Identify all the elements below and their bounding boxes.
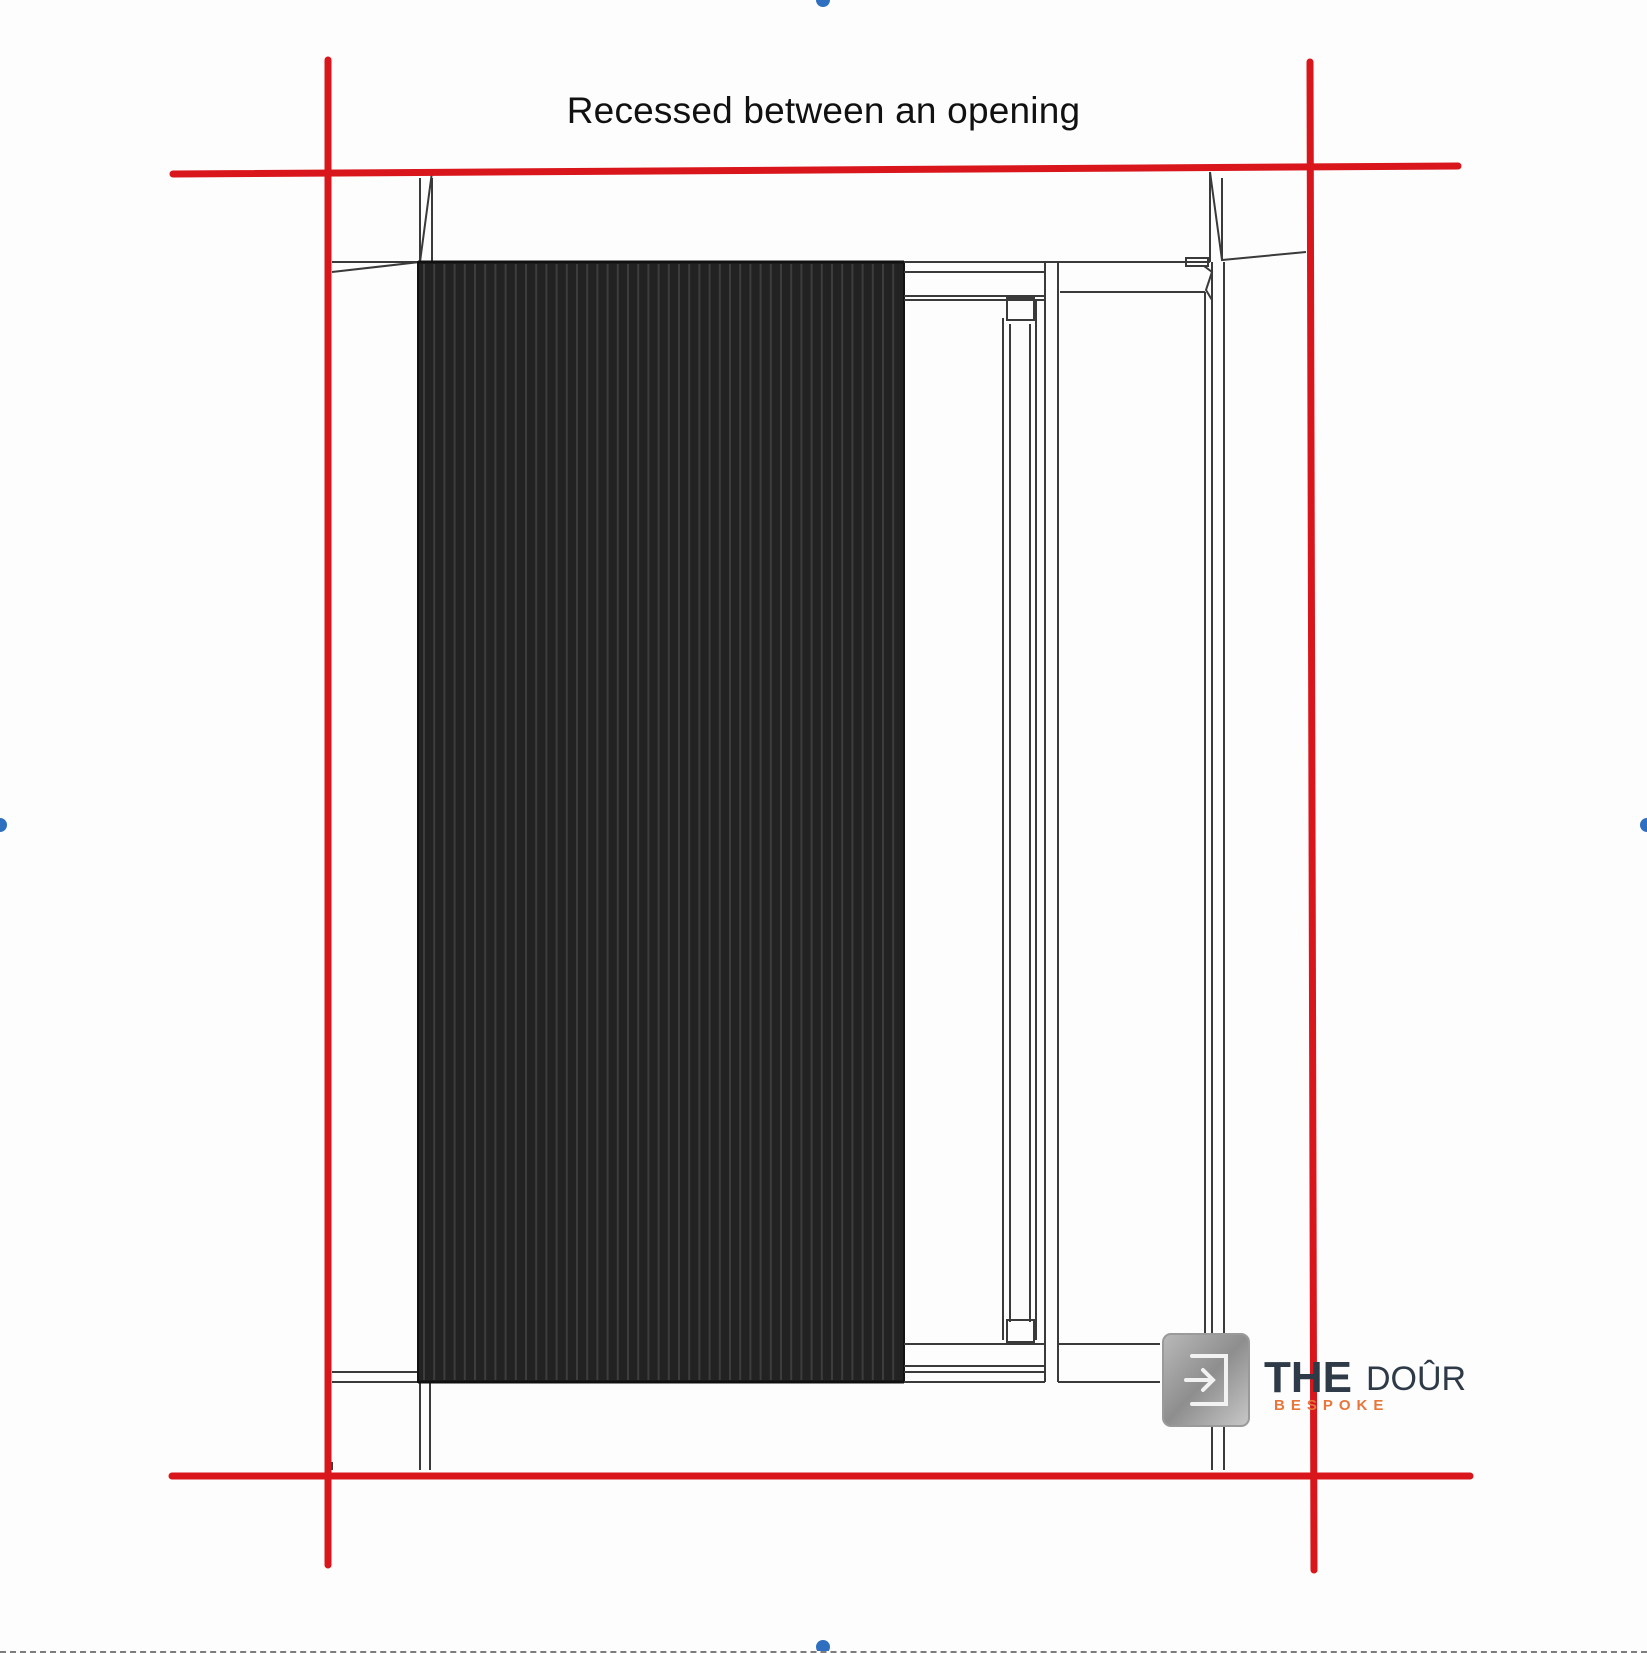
blind-fabric [417, 261, 905, 1383]
guide-top-horizontal [169, 162, 1462, 178]
logo-brand-main: THE [1264, 1353, 1352, 1402]
blind-pleats [423, 264, 895, 1380]
resize-handle-bottom[interactable] [816, 1640, 830, 1651]
resize-handle-top[interactable] [816, 0, 830, 7]
logo-tagline: BESPOKE [1274, 1397, 1389, 1414]
brand-logo: THE DOÛR BESPOKE [1162, 1333, 1466, 1427]
guide-right-vertical [1306, 58, 1318, 1574]
measurement-guides [168, 56, 1474, 1574]
diagram-title: Recessed between an opening [566, 90, 1081, 131]
logo-brand-secondary: DOÛR [1366, 1360, 1466, 1398]
resize-handle-left[interactable] [0, 818, 7, 832]
resize-handle-right[interactable] [1640, 818, 1647, 832]
pleated-blind [417, 260, 905, 1384]
window-frame [904, 257, 1225, 1383]
door-enter-icon [1184, 1354, 1228, 1406]
